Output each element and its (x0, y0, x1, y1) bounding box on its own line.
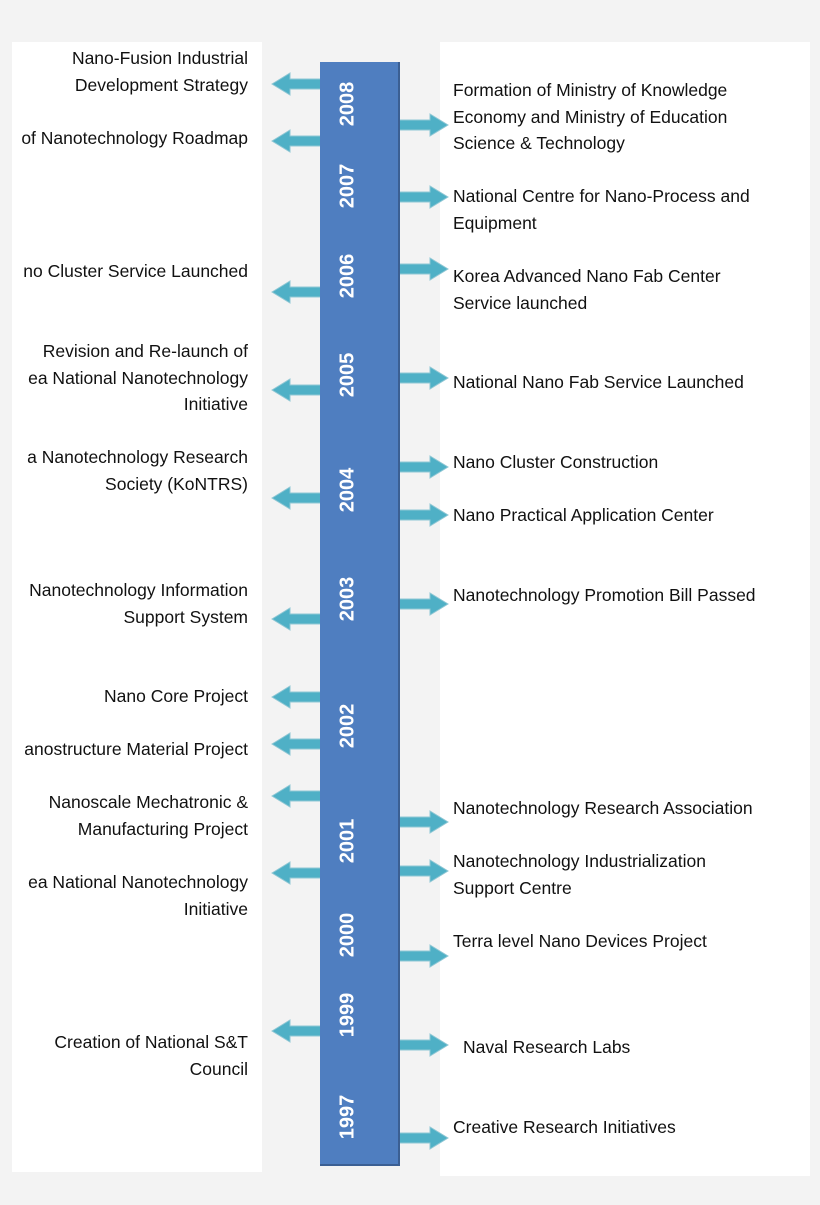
right-event: National Nano Fab Service Launched (453, 372, 744, 392)
left-event: of Nanotechnology Roadmap (21, 128, 248, 148)
left-event: Nano Core Project (104, 686, 248, 706)
left-event: anostructure Material Project (24, 739, 248, 759)
right-arrow (397, 1033, 449, 1057)
right-event: Nanotechnology Research Association (453, 798, 753, 818)
left-event: no Cluster Service Launched (23, 261, 248, 281)
left-arrow (271, 1019, 323, 1043)
right-arrow (397, 859, 449, 883)
left-arrow (271, 685, 323, 709)
left-panel (12, 42, 262, 1172)
right-arrow (397, 113, 449, 137)
right-event: Naval Research Labs (463, 1037, 631, 1057)
left-arrow (271, 129, 323, 153)
left-arrow (271, 732, 323, 756)
right-arrow (397, 810, 449, 834)
left-arrow (271, 861, 323, 885)
left-arrow (271, 72, 323, 96)
right-arrow (397, 257, 449, 281)
left-event: Nanoscale Mechatronic &Manufacturing Pro… (48, 792, 248, 839)
right-arrow (397, 944, 449, 968)
right-event: Terra level Nano Devices Project (453, 931, 707, 951)
right-arrow (397, 592, 449, 616)
right-event: Nano Practical Application Center (453, 505, 714, 525)
right-arrow (397, 1126, 449, 1150)
right-event: Creative Research Initiatives (453, 1117, 676, 1137)
left-arrow (271, 486, 323, 510)
right-arrow (397, 503, 449, 527)
left-arrow (271, 378, 323, 402)
right-arrow (397, 366, 449, 390)
right-arrow (397, 185, 449, 209)
left-arrow (271, 607, 323, 631)
right-arrow (397, 455, 449, 479)
right-event: Nano Cluster Construction (453, 452, 659, 472)
right-panel (440, 42, 810, 1176)
left-arrow (271, 784, 323, 808)
left-arrow (271, 280, 323, 304)
right-event: Nanotechnology Promotion Bill Passed (453, 585, 756, 605)
timeline-bar (320, 62, 400, 1166)
